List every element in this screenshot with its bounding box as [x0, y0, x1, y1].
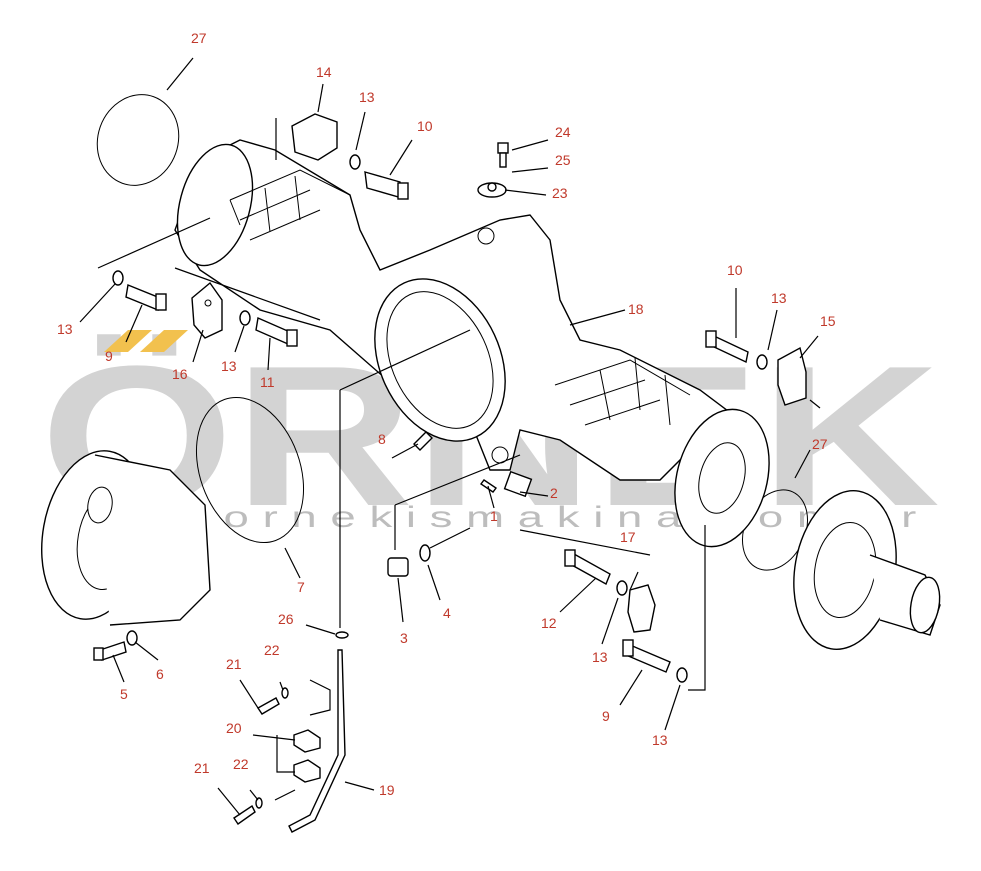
callout-15: 15	[820, 313, 836, 329]
callout-18: 18	[628, 301, 644, 317]
plug-3	[387, 557, 409, 577]
bracket-16	[191, 281, 223, 339]
bolt-5	[93, 641, 127, 661]
callout-27-top: 27	[191, 30, 207, 46]
callout-6: 6	[156, 666, 164, 682]
callout-25: 25	[555, 152, 571, 168]
callout-16: 16	[172, 366, 188, 382]
callout-2: 2	[550, 485, 558, 501]
callout-22-top: 22	[264, 642, 280, 658]
callout-23: 23	[552, 185, 568, 201]
o-ring-26	[335, 631, 349, 639]
callout-9-right: 9	[602, 708, 610, 724]
tube-19	[288, 649, 346, 833]
bolt-12	[564, 549, 611, 585]
bracket-14	[291, 113, 338, 161]
watermark-umlaut-right	[140, 330, 188, 352]
washer-22-top	[281, 687, 289, 699]
housing-center-opening	[374, 278, 506, 442]
washer-6	[126, 630, 138, 646]
hub-carrier-left	[41, 450, 211, 626]
breather-23	[477, 182, 507, 198]
callout-8: 8	[378, 431, 386, 447]
housing-ribs-right	[554, 357, 691, 426]
bolt-10-right	[705, 330, 749, 364]
fitting-8	[413, 431, 433, 451]
clip-20-bottom	[293, 759, 321, 783]
bolt-10-top	[364, 171, 409, 200]
callout-4: 4	[443, 605, 451, 621]
callout-3: 3	[400, 630, 408, 646]
callout-5: 5	[120, 686, 128, 702]
callout-12: 12	[541, 615, 557, 631]
bolt-9-left	[125, 284, 167, 311]
callout-13-lower: 13	[592, 649, 608, 665]
callout-1: 1	[490, 508, 498, 524]
callout-27-right: 27	[812, 436, 828, 452]
callout-19: 19	[379, 782, 395, 798]
washer-13-c	[239, 310, 251, 326]
housing-ribs-left	[229, 169, 351, 241]
housing-flange-right	[674, 408, 770, 548]
washer-13-f	[676, 667, 688, 683]
callout-26: 26	[278, 611, 294, 627]
o-ring-7	[195, 396, 305, 544]
leader-lines	[79, 57, 821, 816]
callout-13-right: 13	[771, 290, 787, 306]
housing-mount-boss	[477, 227, 495, 245]
output-flange-right	[793, 490, 941, 650]
axle-housing-18	[174, 139, 770, 548]
washer-13-b	[112, 270, 124, 286]
clip-20-top	[293, 729, 321, 753]
callout-24: 24	[555, 124, 571, 140]
screw-21-bottom	[233, 804, 256, 825]
bracket-16-hole	[204, 299, 212, 307]
housing-flange-left	[176, 143, 254, 267]
bracket-15	[777, 346, 807, 406]
callout-13-top: 13	[359, 89, 375, 105]
callout-labels: 27 14 13 10 24 25 23 13 9 16 13 11 18 10…	[57, 30, 836, 798]
washer-13-d	[756, 354, 768, 370]
callout-21-top: 21	[226, 656, 242, 672]
screw-24	[497, 142, 509, 168]
callout-7: 7	[297, 579, 305, 595]
callout-13-bottom: 13	[652, 732, 668, 748]
watermark-umlaut-left	[104, 330, 152, 352]
bolt-9-right	[622, 639, 671, 673]
washer-22-bottom	[255, 797, 263, 809]
callout-21-bottom: 21	[194, 760, 210, 776]
callout-10-right: 10	[727, 262, 743, 278]
callout-13-mid: 13	[221, 358, 237, 374]
callout-17: 17	[620, 529, 636, 545]
seal-4	[419, 544, 431, 562]
washer-13-a	[349, 154, 361, 170]
callout-14: 14	[316, 64, 332, 80]
callout-9-left: 9	[105, 348, 113, 364]
housing-center-opening-inner	[386, 291, 494, 429]
washer-13-e	[616, 580, 628, 596]
callout-22-bottom: 22	[233, 756, 249, 772]
callout-10-top: 10	[417, 118, 433, 134]
callout-11: 11	[260, 374, 275, 390]
plate-2	[503, 470, 533, 498]
housing-flange-right-bore	[698, 442, 746, 514]
bracket-17	[627, 584, 656, 633]
o-ring-27-left	[96, 94, 180, 186]
callout-13-left: 13	[57, 321, 73, 337]
bolt-11	[255, 316, 298, 347]
callout-20: 20	[226, 720, 242, 736]
screw-21-top	[256, 697, 280, 715]
